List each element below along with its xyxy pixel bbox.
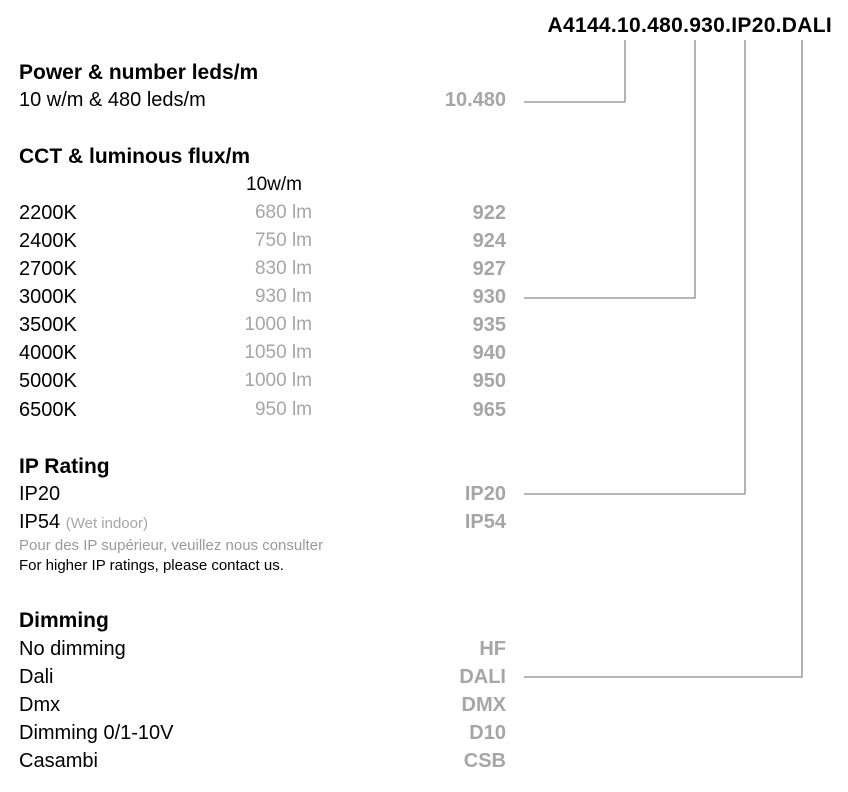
ip-code: IP54 <box>464 511 506 533</box>
dimming-label: Dali <box>19 666 54 688</box>
dimming-code: D10 <box>469 722 506 744</box>
ip-note-french: Pour des IP supérieur, veuillez nous con… <box>19 537 324 554</box>
cct-value: 4000K <box>19 342 77 364</box>
cct-code: 935 <box>472 314 506 336</box>
cct-code: 930 <box>472 286 506 308</box>
cct-value: 2200K <box>19 202 77 224</box>
ip-note-english: For higher IP ratings, please contact us… <box>19 557 284 574</box>
cct-value: 3500K <box>19 314 77 336</box>
connector-ip <box>524 40 746 495</box>
flux-value: 1050 lm <box>244 342 312 363</box>
flux-value: 1000 lm <box>244 314 312 335</box>
dimming-code: CSB <box>463 750 506 772</box>
cct-code: 965 <box>472 399 506 421</box>
power-code: 10.480 <box>444 89 506 111</box>
connector-power <box>524 40 626 103</box>
dimming-label: No dimming <box>19 638 126 660</box>
flux-value: 830 lm <box>254 258 312 279</box>
connector-cct <box>524 40 696 299</box>
ip-code: IP20 <box>464 483 506 505</box>
cct-value: 3000K <box>19 286 77 308</box>
ip-note: (Wet indoor) <box>65 515 148 532</box>
power-label: 10 w/m & 480 leds/m <box>19 89 206 111</box>
cct-code: 940 <box>472 342 506 364</box>
dimming-label: Dmx <box>19 694 61 716</box>
flux-value: 930 lm <box>254 286 312 307</box>
power-section-title: Power & number leds/m <box>19 61 259 84</box>
connector-dimming <box>524 40 803 678</box>
cct-code: 924 <box>472 230 506 252</box>
dimming-code: HF <box>479 638 506 660</box>
dimming-section-title: Dimming <box>19 609 109 632</box>
cct-column-header: 10w/m <box>246 174 302 195</box>
cct-code: 922 <box>472 202 506 224</box>
cct-value: 6500K <box>19 399 77 421</box>
cct-code: 950 <box>472 370 506 392</box>
flux-value: 680 lm <box>254 202 312 223</box>
flux-value: 750 lm <box>254 230 312 251</box>
cct-code: 927 <box>472 258 506 280</box>
flux-value: 950 lm <box>254 399 312 420</box>
cct-section-title: CCT & luminous flux/m <box>19 145 250 168</box>
cct-value: 2400K <box>19 230 77 252</box>
ip-label: IP54 <box>19 511 61 533</box>
cct-value: 5000K <box>19 370 77 392</box>
ip-row: IP54 (Wet indoor) <box>19 511 148 534</box>
dimming-label: Dimming 0/1-10V <box>19 722 174 744</box>
ip-label: IP20 <box>19 483 61 505</box>
cct-value: 2700K <box>19 258 77 280</box>
product-code: A4144.10.480.930.IP20.DALI <box>547 14 832 37</box>
dimming-code: DMX <box>461 694 506 716</box>
ip-section-title: IP Rating <box>19 455 110 478</box>
dimming-label: Casambi <box>19 750 98 772</box>
dimming-code: DALI <box>459 666 506 688</box>
flux-value: 1000 lm <box>244 370 312 391</box>
